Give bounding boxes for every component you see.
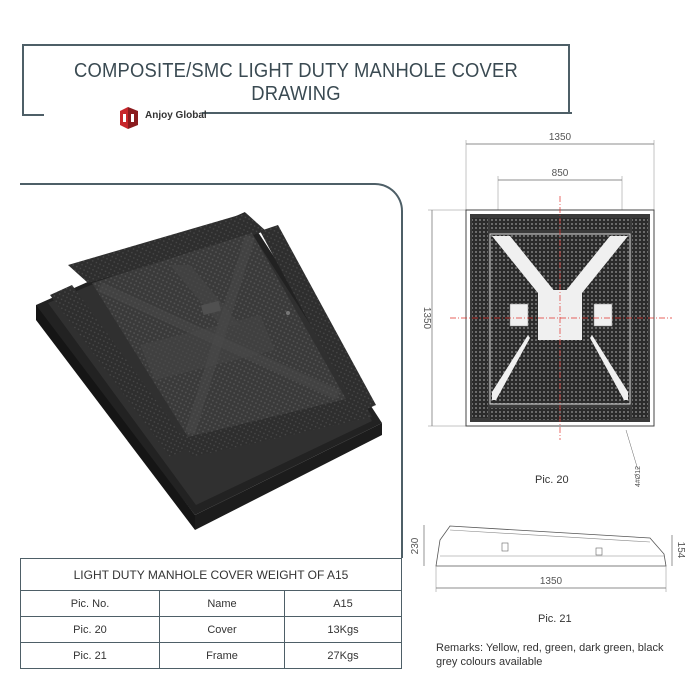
- logo-text: Anjoy Global: [145, 110, 207, 121]
- hole-note: 4#Ø12: [635, 466, 642, 487]
- table-cell: Frame: [159, 642, 285, 669]
- opening-width-dim: 850: [552, 168, 569, 179]
- title-underline: [202, 112, 572, 114]
- table-row: Pic. No. Name A15: [20, 590, 402, 617]
- table-cell: Pic. No.: [20, 590, 160, 617]
- anjoy-logo-icon: [120, 107, 138, 129]
- pic-20-label: Pic. 20: [535, 474, 569, 486]
- table-cell: Pic. 21: [20, 642, 160, 669]
- table-cell: Cover: [159, 616, 285, 643]
- table-row: Pic. 21 Frame 27Kgs: [20, 642, 402, 669]
- technical-drawing: 1350 850 1350 4#Ø12 230 154 1350: [410, 132, 686, 592]
- pic-21-label: Pic. 21: [538, 613, 572, 625]
- table-cell: 13Kgs: [284, 616, 402, 643]
- overall-width-dim: 1350: [549, 132, 572, 143]
- weight-table: LIGHT DUTY MANHOLE COVER WEIGHT OF A15 P…: [20, 558, 402, 669]
- table-cell: Pic. 20: [20, 616, 160, 643]
- product-photo-panel: [20, 183, 403, 558]
- remarks-text: Remarks: Yellow, red, green, dark green,…: [436, 642, 664, 668]
- side-height-left: 230: [410, 537, 421, 554]
- table-cell: 27Kgs: [284, 642, 402, 669]
- table-cell: A15: [284, 590, 402, 617]
- table-row: Pic. 20 Cover 13Kgs: [20, 616, 402, 643]
- side-width-dim: 1350: [540, 576, 563, 587]
- title-frame: COMPOSITE/SMC LIGHT DUTY MANHOLE COVER D…: [22, 44, 570, 116]
- table-cell: Name: [159, 590, 285, 617]
- overall-height-dim: 1350: [421, 307, 432, 330]
- side-height-right: 154: [675, 542, 686, 559]
- table-caption: LIGHT DUTY MANHOLE COVER WEIGHT OF A15: [20, 558, 402, 591]
- manhole-cover-render: [36, 212, 382, 530]
- page-title: COMPOSITE/SMC LIGHT DUTY MANHOLE COVER D…: [74, 60, 518, 105]
